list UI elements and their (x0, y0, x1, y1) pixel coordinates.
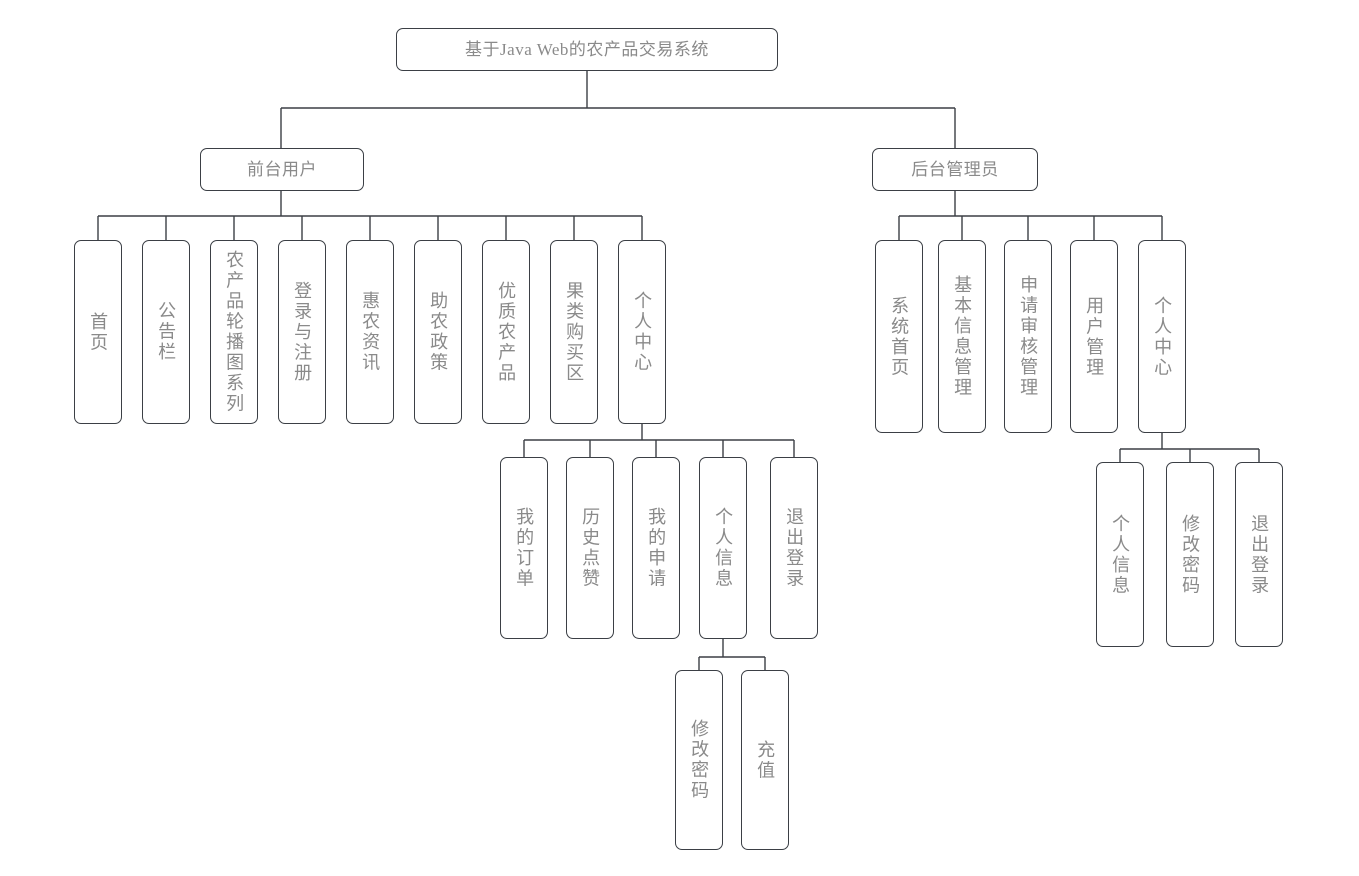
node-quality-produce[interactable]: 优质农产品 (482, 240, 530, 424)
node-like-history-label: 历史点赞 (580, 507, 601, 589)
node-login-register-label: 登录与注册 (292, 280, 313, 384)
node-system-home[interactable]: 系统首页 (875, 240, 923, 433)
node-farm-news-label: 惠农资讯 (360, 291, 381, 373)
node-my-orders[interactable]: 我的订单 (500, 457, 548, 639)
node-recharge-label: 充值 (755, 739, 776, 781)
node-user-mgmt-label: 用户管理 (1084, 295, 1105, 378)
node-application-review-mgmt-label: 申请审核管理 (1018, 275, 1039, 398)
node-basic-info-mgmt-label: 基本信息管理 (952, 275, 973, 398)
node-logout[interactable]: 退出登录 (770, 457, 818, 639)
node-fruit-zone[interactable]: 果类购买区 (550, 240, 598, 424)
node-admin-label: 后台管理员 (911, 159, 999, 179)
node-my-applications[interactable]: 我的申请 (632, 457, 680, 639)
node-farm-policy-label: 助农政策 (428, 291, 449, 373)
node-fruit-zone-label: 果类购买区 (564, 280, 585, 384)
node-my-orders-label: 我的订单 (514, 507, 535, 589)
node-logout-label: 退出登录 (784, 507, 805, 589)
node-admin-user-center[interactable]: 个人中心 (1138, 240, 1186, 433)
node-user-center[interactable]: 个人中心 (618, 240, 666, 424)
node-admin-change-password-label: 修改密码 (1180, 513, 1201, 596)
node-home[interactable]: 首页 (74, 240, 122, 424)
node-carousel-label: 农产品轮播图系列 (224, 250, 245, 414)
node-application-review-mgmt[interactable]: 申请审核管理 (1004, 240, 1052, 433)
node-carousel[interactable]: 农产品轮播图系列 (210, 240, 258, 424)
node-bulletin[interactable]: 公告栏 (142, 240, 190, 424)
node-admin-logout[interactable]: 退出登录 (1235, 462, 1283, 647)
node-root[interactable]: 基于Java Web的农产品交易系统 (396, 28, 778, 71)
node-admin-personal-info-label: 个人信息 (1110, 513, 1131, 596)
node-admin-personal-info[interactable]: 个人信息 (1096, 462, 1144, 647)
node-recharge[interactable]: 充值 (741, 670, 789, 850)
node-my-applications-label: 我的申请 (646, 507, 667, 589)
node-root-label: 基于Java Web的农产品交易系统 (465, 39, 709, 59)
node-personal-info-label: 个人信息 (713, 507, 734, 589)
node-user-mgmt[interactable]: 用户管理 (1070, 240, 1118, 433)
node-change-password-label: 修改密码 (689, 719, 710, 801)
node-like-history[interactable]: 历史点赞 (566, 457, 614, 639)
node-frontend-user-label: 前台用户 (247, 159, 317, 179)
node-admin[interactable]: 后台管理员 (872, 148, 1038, 191)
node-farm-news[interactable]: 惠农资讯 (346, 240, 394, 424)
node-admin-user-center-label: 个人中心 (1152, 295, 1173, 378)
node-user-center-label: 个人中心 (632, 291, 653, 373)
node-basic-info-mgmt[interactable]: 基本信息管理 (938, 240, 986, 433)
node-change-password[interactable]: 修改密码 (675, 670, 723, 850)
node-admin-change-password[interactable]: 修改密码 (1166, 462, 1214, 647)
node-login-register[interactable]: 登录与注册 (278, 240, 326, 424)
node-frontend-user[interactable]: 前台用户 (200, 148, 364, 191)
node-quality-produce-label: 优质农产品 (496, 280, 517, 384)
node-personal-info[interactable]: 个人信息 (699, 457, 747, 639)
node-home-label: 首页 (88, 311, 109, 353)
node-admin-logout-label: 退出登录 (1249, 513, 1270, 596)
node-system-home-label: 系统首页 (889, 295, 910, 378)
node-bulletin-label: 公告栏 (156, 301, 177, 363)
node-farm-policy[interactable]: 助农政策 (414, 240, 462, 424)
